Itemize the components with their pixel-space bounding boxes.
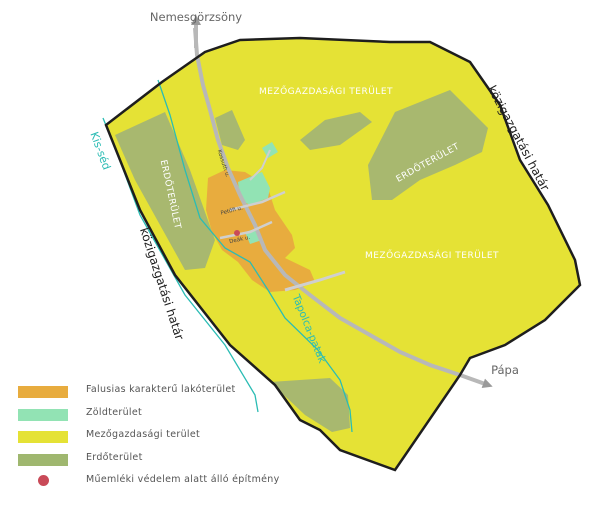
legend-label-green: Zöldterület	[86, 406, 142, 418]
legend-label-monument: Műemléki védelem alatt álló építmény	[86, 474, 280, 485]
forest-area-south	[270, 378, 350, 432]
legend-monument-dot-icon	[38, 475, 49, 486]
area-label-agri-east: MEZŐGAZDASÁGI TERÜLET	[365, 249, 499, 261]
map-legend: Falusias karakterű lakóterület Zöldterül…	[18, 383, 318, 496]
legend-label-residential: Falusias karakterű lakóterület	[86, 384, 236, 395]
legend-swatch-residential	[18, 386, 68, 398]
forest-area-village-north	[215, 110, 245, 150]
legend-item-monument: Műemléki védelem alatt álló építmény	[18, 473, 318, 494]
forest-area-west	[115, 112, 215, 270]
legend-swatch-forest	[18, 453, 68, 466]
legend-item-forest: Erdőterület	[18, 451, 318, 472]
place-label-north: Nemesgörzsöny	[150, 10, 242, 24]
green-area-main	[238, 172, 270, 205]
side-street-1	[229, 190, 286, 212]
main-road	[193, 27, 493, 389]
tapolca-stream	[157, 79, 353, 433]
forest-area-east	[368, 90, 488, 200]
side-street-2	[219, 220, 273, 240]
monument-marker	[234, 230, 240, 236]
legend-item-residential: Falusias karakterű lakóterület	[18, 383, 318, 404]
legend-label-forest: Erdőterület	[86, 451, 143, 463]
legend-item-green: Zöldterület	[18, 406, 318, 427]
administrative-boundary	[104, 36, 582, 472]
side-street-3	[284, 270, 346, 292]
place-label-east: Pápa	[491, 363, 519, 377]
forest-area-north-strip	[300, 112, 372, 150]
legend-swatch-green	[18, 408, 68, 421]
street-label-petofi: Petőfi u.	[220, 205, 244, 216]
legend-label-agricultural: Mezőgazdasági terület	[86, 429, 200, 440]
residential-area	[206, 170, 315, 292]
side-street-4	[249, 149, 271, 181]
legend-swatch-agricultural	[18, 431, 68, 443]
street-label-deak: Deák u.	[229, 234, 251, 245]
legend-item-agricultural: Mezőgazdasági terület	[18, 428, 318, 449]
area-label-agri-north: MEZŐGAZDASÁGI TERÜLET	[259, 85, 393, 97]
